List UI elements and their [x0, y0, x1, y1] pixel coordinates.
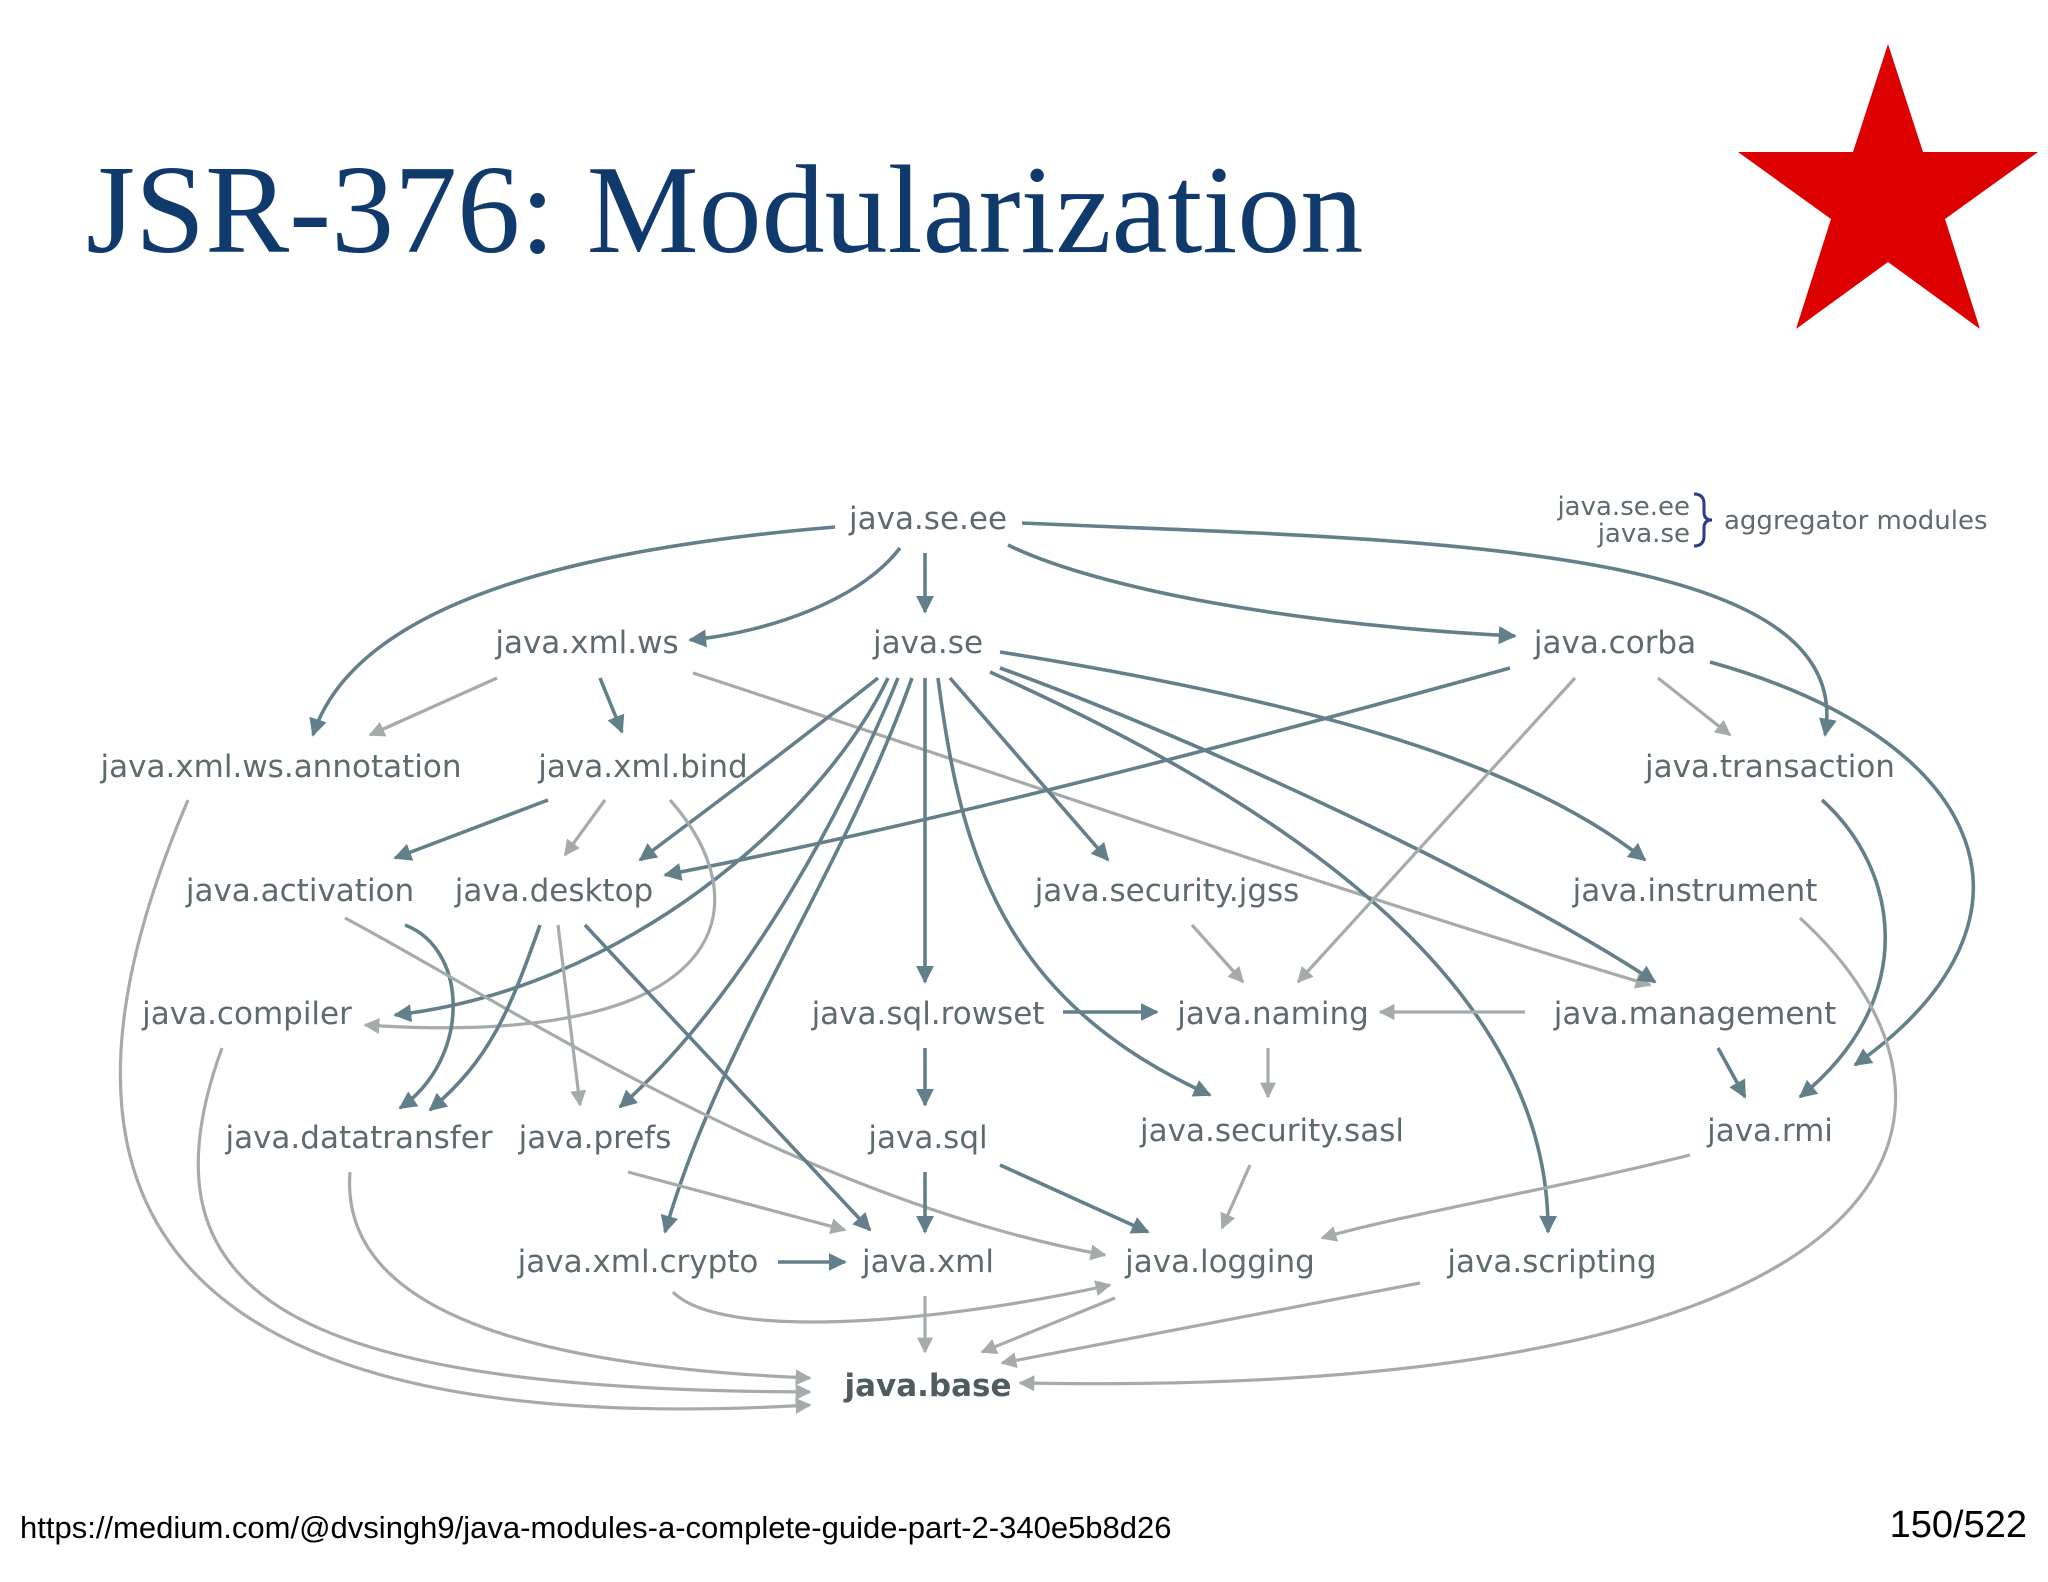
node-java-naming: java.naming [1176, 996, 1369, 1032]
node-java-transaction: java.transaction [1644, 749, 1895, 785]
edge-transaction-to-rmi [1798, 798, 1888, 1099]
edge-xml-ws-to-xml-bind [598, 677, 625, 734]
edge-corba-to-transaction [1657, 676, 1732, 737]
node-java-sql: java.sql [867, 1120, 987, 1156]
edge-compiler-to-base [196, 1047, 812, 1400]
edge-se-to-compiler [393, 677, 890, 1023]
edge-se-to-instrument [999, 650, 1647, 862]
node-java-management: java.management [1553, 996, 1836, 1032]
edge-se-ee-to-xml-ws-annotation [309, 525, 836, 737]
edge-se-to-scripting [989, 670, 1558, 1234]
node-java-sql-rowset: java.sql.rowset [811, 996, 1045, 1032]
edge-logging-to-base [980, 1296, 1116, 1354]
node-java-xml-crypto: java.xml.crypto [517, 1244, 759, 1280]
edge-management-to-rmi [1716, 1047, 1747, 1099]
edge-se-to-security-sasl [936, 677, 1212, 1097]
legend-line-java-se-ee: java.se.ee [1556, 492, 1690, 522]
edge-activation-to-datatransfer [398, 923, 455, 1110]
node-java-se: java.se [872, 625, 983, 661]
legend-brace-icon [1693, 492, 1713, 548]
edge-datatransfer-to-base [348, 1171, 812, 1386]
slide-title: JSR-376: Modularization [86, 141, 1364, 280]
edge-xml-bind-to-compiler [363, 798, 717, 1034]
node-java-datatransfer: java.datatransfer [224, 1120, 492, 1156]
node-java-instrument: java.instrument [1572, 873, 1818, 909]
red-star-icon [1738, 44, 2038, 329]
node-java-scripting: java.scripting [1446, 1244, 1656, 1280]
node-java-prefs: java.prefs [518, 1120, 672, 1156]
legend-line-java-se: java.se [1597, 519, 1690, 549]
page-counter: 150/522 [1889, 1504, 2027, 1546]
edge-xml-ws-annotation-to-base [118, 799, 812, 1414]
legend: java.se.ee java.se aggregator modules [1556, 492, 1987, 549]
node-java-se-ee: java.se.ee [848, 501, 1007, 537]
edge-se-ee-to-xml-ws [688, 546, 902, 648]
edge-desktop-to-datatransfer [428, 924, 542, 1112]
node-java-desktop: java.desktop [454, 873, 653, 909]
edge-se-to-management [999, 666, 1657, 984]
edge-security-sasl-to-logging [1220, 1164, 1252, 1230]
node-java-base: java.base [842, 1368, 1011, 1404]
edge-corba-to-naming [1296, 676, 1577, 984]
edge-se-to-prefs [618, 677, 900, 1109]
node-java-xml: java.xml [861, 1244, 994, 1280]
edge-se-to-desktop [638, 676, 880, 862]
node-java-activation: java.activation [185, 873, 414, 909]
edge-corba-to-rmi [1709, 660, 1976, 1067]
node-java-security-sasl: java.security.sasl [1139, 1113, 1404, 1149]
dependency-edges [118, 521, 1976, 1414]
edge-se-ee-to-transaction [1021, 521, 1837, 737]
edge-activation-to-logging [344, 916, 1107, 1261]
node-java-rmi: java.rmi [1706, 1113, 1833, 1149]
edge-desktop-to-prefs [556, 924, 587, 1107]
source-url: https://medium.com/@dvsingh9/java-module… [20, 1510, 1172, 1545]
node-java-security-jgss: java.security.jgss [1034, 873, 1300, 909]
edge-desktop-to-xml [583, 923, 872, 1232]
edge-xml-ws-to-management [692, 671, 1652, 989]
edge-xml-bind-to-activation [393, 798, 549, 861]
edge-instrument-to-base [1018, 916, 1898, 1392]
edge-se-to-xml-crypto [660, 677, 914, 1234]
legend-label: aggregator modules [1724, 506, 1988, 536]
edge-se-ee-to-corba [1007, 543, 1517, 645]
node-java-compiler: java.compiler [141, 996, 352, 1032]
edge-rmi-to-logging [1320, 1153, 1691, 1242]
edge-scripting-to-base [1000, 1281, 1421, 1369]
edge-se-to-security-jgss [948, 676, 1110, 862]
node-java-xml-ws-annotation: java.xml.ws.annotation [100, 749, 462, 785]
edge-jgss-to-naming [1190, 923, 1245, 984]
node-java-xml-ws: java.xml.ws [494, 625, 678, 661]
edge-sql-to-logging [999, 1163, 1150, 1234]
node-java-corba: java.corba [1533, 625, 1696, 661]
edge-corba-to-desktop [663, 666, 1511, 881]
edge-prefs-to-xml [627, 1170, 847, 1235]
module-nodes: java.se.ee java.xml.ws java.se java.corb… [100, 501, 1895, 1404]
edge-xml-crypto-to-logging [671, 1280, 1112, 1324]
node-java-logging: java.logging [1124, 1244, 1315, 1280]
edge-xml-bind-to-desktop [563, 799, 607, 857]
edge-xml-ws-to-xml-ws-annotation [368, 676, 498, 737]
node-java-xml-bind: java.xml.bind [537, 749, 747, 785]
